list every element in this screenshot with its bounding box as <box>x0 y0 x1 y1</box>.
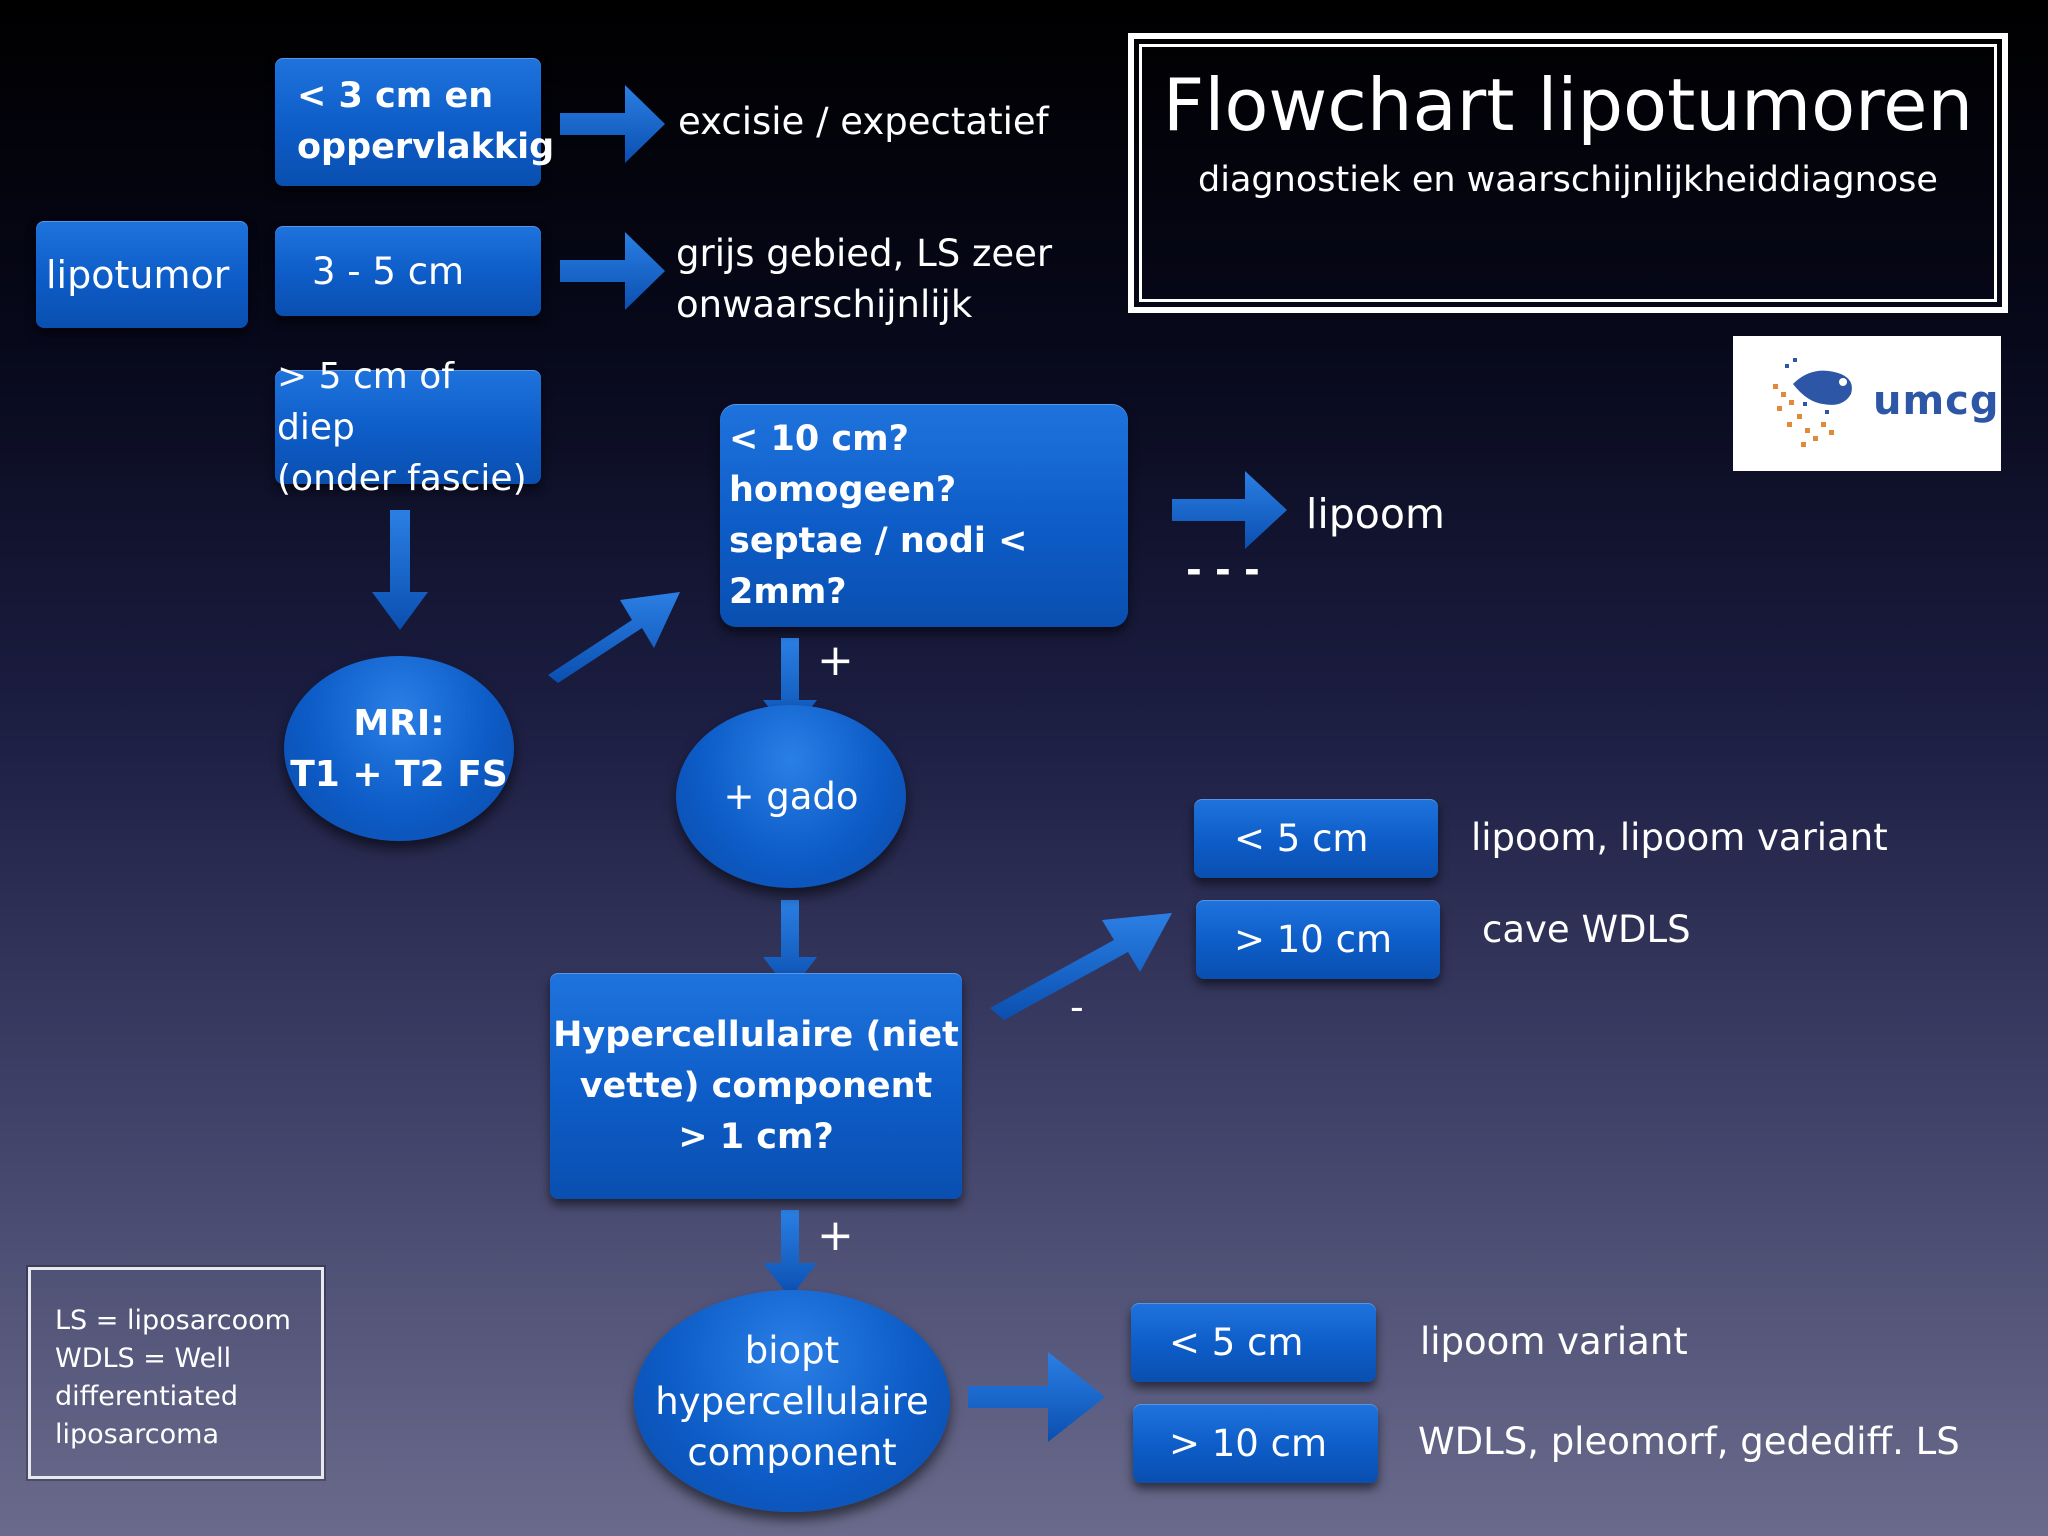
legend-text: LS = liposarcoom WDLS = Well differentia… <box>55 1305 291 1450</box>
node-hypercellular: Hypercellulaire (niet vette) component >… <box>550 973 962 1199</box>
node-criteria-label: < 10 cm? homogeen? septae / nodi < 2mm? <box>729 418 1028 612</box>
node-lt5-b: < 5 cm <box>1131 1303 1376 1382</box>
arrow-diag-results <box>990 913 1172 1020</box>
negative-dashes: - - - <box>1186 548 1260 592</box>
node-large-deep: > 5 cm of diep (onder fascie) <box>275 356 541 499</box>
node-lipotumor: lipotumor <box>36 221 248 328</box>
umcg-logo: umcg <box>1733 336 2001 471</box>
outcome-gt10-a: cave WDLS <box>1482 908 1691 951</box>
node-biopt-label: biopt hypercellulaire component <box>655 1328 929 1474</box>
node-criteria: < 10 cm? homogeen? septae / nodi < 2mm? <box>720 404 1128 627</box>
node-mri-label: MRI: T1 + T2 FS <box>290 702 508 795</box>
arrow-right-mid <box>560 232 665 310</box>
node-small-superficial-label: < 3 cm en oppervlakkig <box>297 76 555 167</box>
page-subtitle: diagnostiek en waarschijnlijkheiddiagnos… <box>1198 160 1938 200</box>
arrow-diag-criteria <box>548 592 680 683</box>
outcome-gt10-b: WDLS, pleomorf, gedediff. LS <box>1418 1420 1960 1463</box>
node-gt10-a-label: > 10 cm <box>1234 918 1392 961</box>
node-gt10-b-label: > 10 cm <box>1169 1422 1327 1465</box>
arrow-down-hyper <box>763 900 817 992</box>
minus-sign: - <box>1070 985 1084 1029</box>
node-gado-label: + gado <box>723 775 859 818</box>
node-hypercellular-label: Hypercellulaire (niet vette) component >… <box>553 1014 959 1157</box>
title-box <box>1128 33 2008 313</box>
node-small-superficial: < 3 cm en oppervlakkig <box>275 58 554 186</box>
node-mri: MRI: T1 + T2 FS <box>284 656 514 841</box>
arrow-right-small <box>560 85 665 163</box>
arrow-right-biopt <box>968 1352 1105 1442</box>
outcome-mid: grijs gebied, LS zeer onwaarschijnlijk <box>676 232 1053 326</box>
node-mid-size-label: 3 - 5 cm <box>312 249 465 293</box>
logo-text: umcg <box>1873 378 2000 424</box>
node-biopt: biopt hypercellulaire component <box>634 1290 950 1512</box>
node-gt10-b: > 10 cm <box>1133 1404 1378 1483</box>
outcome-small: excisie / expectatief <box>678 100 1049 143</box>
outcome-lt5-a: lipoom, lipoom variant <box>1471 816 1888 859</box>
arrow-down-mri <box>372 510 428 630</box>
node-gt10-a: > 10 cm <box>1196 900 1440 979</box>
node-large-deep-label: > 5 cm of diep (onder fascie) <box>277 355 527 499</box>
outcome-lipoom: lipoom <box>1306 490 1445 538</box>
frog-logo-icon <box>1773 358 1852 447</box>
node-lt5-a-label: < 5 cm <box>1234 817 1369 860</box>
page-title: Flowchart lipotumoren <box>1162 63 1974 147</box>
node-lt5-b-label: < 5 cm <box>1169 1321 1304 1364</box>
node-mid-size: 3 - 5 cm <box>275 226 541 316</box>
node-gado: + gado <box>676 705 906 888</box>
node-lipotumor-label: lipotumor <box>46 252 230 297</box>
arrow-right-lipoom <box>1172 471 1287 549</box>
plus-sign-2: + <box>817 1210 854 1261</box>
arrow-down-biopt <box>763 1210 817 1298</box>
plus-sign-1: + <box>817 635 854 686</box>
legend-box: LS = liposarcoom WDLS = Well differentia… <box>28 1267 324 1479</box>
title-frame-inner <box>1139 44 1997 302</box>
node-lt5-a: < 5 cm <box>1194 799 1438 878</box>
outcome-lt5-b: lipoom variant <box>1420 1320 1688 1363</box>
